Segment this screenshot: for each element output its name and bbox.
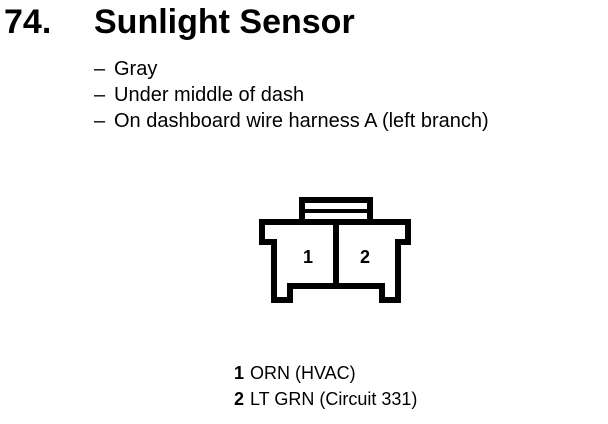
connector-diagram: 1 2 (259, 197, 411, 303)
pin-item: 1 ORN (HVAC) (224, 360, 417, 386)
terminal-label-2: 2 (360, 247, 370, 267)
detail-item: –Under middle of dash (94, 82, 489, 108)
detail-location: Under middle of dash (114, 84, 305, 106)
detail-dash: – (94, 58, 106, 80)
component-number: 74. (4, 3, 52, 41)
pin-number: 1 (233, 363, 244, 383)
pin-wire-label: LT GRN (Circuit 331) (250, 389, 418, 409)
pin-item: 2 LT GRN (Circuit 331) (224, 386, 417, 412)
detail-dash: – (94, 110, 106, 132)
terminal-label-1: 1 (303, 247, 313, 267)
component-title: Sunlight Sensor (94, 3, 355, 41)
component-details: –Gray –Under middle of dash –On dashboar… (94, 56, 489, 134)
pin-list: 1 ORN (HVAC) 2 LT GRN (Circuit 331) (224, 360, 417, 412)
pin-number: 2 (233, 389, 244, 409)
detail-color: Gray (114, 58, 158, 80)
detail-item: –Gray (94, 56, 489, 82)
detail-item: –On dashboard wire harness A (left branc… (94, 108, 489, 134)
detail-dash: – (94, 84, 106, 106)
detail-harness: On dashboard wire harness A (left branch… (114, 110, 489, 132)
pin-wire-label: ORN (HVAC) (250, 363, 356, 383)
